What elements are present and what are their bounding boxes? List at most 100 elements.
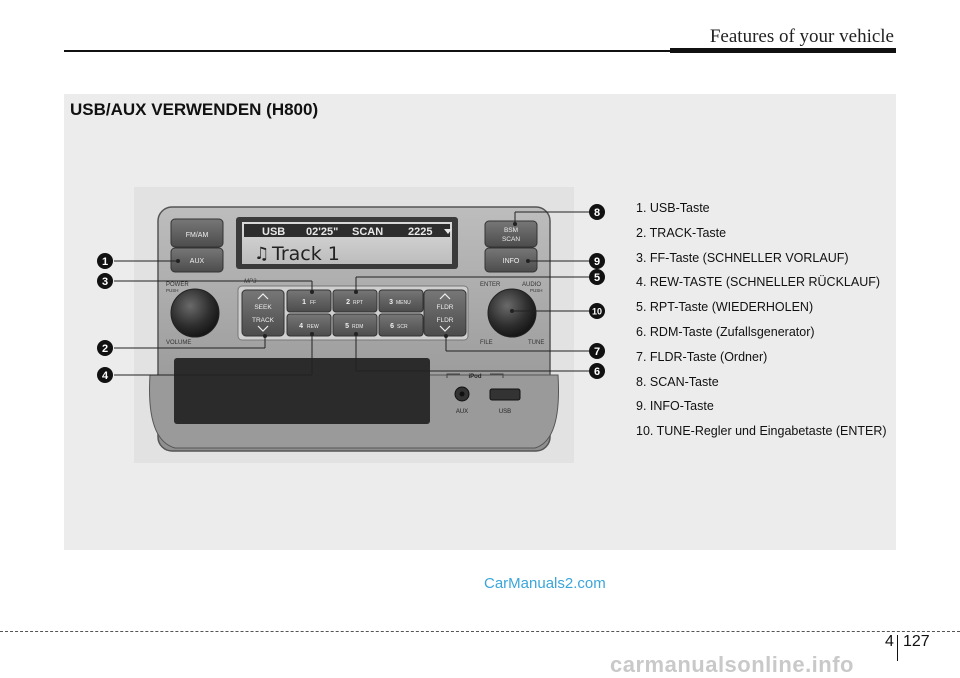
fldr-button[interactable]	[423, 289, 467, 337]
aux-button-label: AUX	[190, 258, 205, 265]
preset-2-number: 2	[346, 299, 350, 306]
callout-7: 7	[589, 343, 605, 359]
callout-10: 10	[589, 303, 605, 319]
callout-4: 4	[97, 367, 113, 383]
callout-6-number: 6	[594, 366, 600, 378]
power-push-label: PUSH	[166, 288, 179, 293]
callout-1-number: 1	[102, 256, 108, 268]
callout-9-number: 9	[594, 256, 600, 268]
legend-item: 3. FF-Taste (SCHNELLER VORLAUF)	[636, 250, 849, 265]
preset-6-label: SCR	[397, 324, 408, 330]
legend-item: 4. REW-TASTE (SCHNELLER RÜCKLAUF)	[636, 275, 881, 290]
preset-6-scr-button[interactable]	[378, 313, 424, 337]
preset-1-number: 1	[302, 299, 306, 306]
header-rule	[64, 50, 896, 52]
fldr-up-label: FLDR	[437, 304, 454, 311]
legend-item: 7. FLDR-Taste (Ordner)	[636, 349, 768, 364]
music-note-icon: ♫	[254, 244, 269, 264]
callout-2: 2	[97, 340, 113, 356]
watermark-link[interactable]: CarManuals2.com	[484, 575, 606, 592]
aux-button[interactable]	[170, 247, 224, 273]
lcd-time: 02'25"	[306, 226, 338, 238]
callout-7-number: 7	[594, 346, 600, 358]
callout-5: 5	[589, 269, 605, 285]
callout-2-number: 2	[102, 343, 108, 355]
callout-1: 1	[97, 253, 113, 269]
lcd-track-number: 2225	[408, 226, 432, 238]
callout-3-number: 3	[102, 276, 108, 288]
preset-5-number: 5	[345, 323, 349, 330]
legend-item: 9. INFO-Taste	[636, 399, 714, 414]
callout-9: 9	[589, 253, 605, 269]
chevron-down-icon	[257, 325, 269, 332]
info-button-label: INFO	[503, 258, 520, 265]
lcd-mode: USB	[262, 226, 285, 238]
preset-5-label: RDM	[352, 324, 363, 330]
preset-1-label: FF	[310, 300, 316, 306]
aux-jack-hole	[459, 391, 465, 397]
legend-item: 2. TRACK-Taste	[636, 225, 727, 240]
fmam-button-label: FM/AM	[186, 232, 209, 239]
lcd-status-bar	[244, 224, 450, 237]
track-label: TRACK	[252, 317, 275, 324]
cd-slot	[174, 358, 430, 424]
legend-item: 1. USB-Taste	[636, 201, 710, 215]
page-separator	[897, 635, 898, 661]
lcd-scan: SCAN	[352, 226, 383, 238]
seek-track-button[interactable]	[241, 289, 285, 337]
legend-item: 8. SCAN-Taste	[636, 374, 719, 389]
lcd-track-name: Track 1	[271, 243, 340, 265]
lcd-down-arrow-icon	[444, 229, 452, 234]
usb-port[interactable]	[489, 388, 521, 401]
usb-port-label: USB	[499, 409, 511, 415]
aux-jack-label: AUX	[456, 409, 468, 415]
header-rule-accent	[670, 48, 896, 53]
callout-6: 6	[589, 363, 605, 379]
footer-rule	[0, 631, 960, 632]
callout-4-number: 4	[102, 370, 109, 382]
power-label: POWER	[166, 282, 189, 288]
preset-3-number: 3	[389, 299, 393, 306]
callout-3: 3	[97, 273, 113, 289]
preset-3-label: MENU	[396, 300, 411, 306]
fldr-down-label: FLDR	[437, 317, 454, 324]
power-volume-knob[interactable]	[170, 288, 220, 338]
audio-push-label: PUSH	[530, 288, 543, 293]
chapter-number: 4	[885, 633, 894, 650]
preset-5-rdm-button[interactable]	[332, 313, 378, 337]
file-label: FILE	[480, 340, 493, 346]
ipod-bracket	[446, 373, 504, 378]
chevron-down-icon	[439, 325, 451, 332]
mp3-logo: MP3	[244, 279, 257, 285]
preset-2-label: RPT	[353, 300, 363, 306]
bsm-label: BSM	[504, 227, 518, 234]
info-button[interactable]	[484, 247, 538, 273]
fmam-button[interactable]	[170, 218, 224, 248]
header-title: Features of your vehicle	[709, 26, 894, 47]
callout-10-number: 10	[592, 307, 602, 317]
preset-6-number: 6	[390, 323, 394, 330]
callout-8-number: 8	[594, 207, 600, 219]
site-watermark: carmanualsonline.info	[610, 652, 854, 677]
preset-4-rew-button[interactable]	[286, 313, 332, 337]
scan-label: SCAN	[502, 236, 520, 243]
tune-label: TUNE	[528, 340, 544, 346]
chevron-up-icon	[257, 293, 269, 300]
preset-1-ff-button[interactable]	[286, 289, 332, 313]
legend-list: 1. USB-Taste 2. TRACK-Taste 3. FF-Taste …	[636, 201, 887, 449]
preset-4-label: REW	[307, 324, 319, 330]
legend-item: 10. TUNE-Regler und Eingabetaste (ENTER)	[636, 424, 887, 439]
scan-button[interactable]	[484, 220, 538, 248]
leader-dots	[176, 222, 530, 338]
preset-3-menu-button[interactable]	[378, 289, 424, 313]
callout-5-number: 5	[594, 272, 600, 284]
section-title: USB/AUX VERWENDEN (H800)	[70, 100, 319, 119]
page-number: 127	[903, 633, 930, 650]
volume-label: VOLUME	[166, 340, 191, 346]
audio-label: AUDIO	[522, 282, 541, 288]
chevron-up-icon	[439, 293, 451, 300]
preset-2-rpt-button[interactable]	[332, 289, 378, 313]
preset-4-number: 4	[299, 323, 303, 330]
callout-8: 8	[589, 204, 605, 220]
